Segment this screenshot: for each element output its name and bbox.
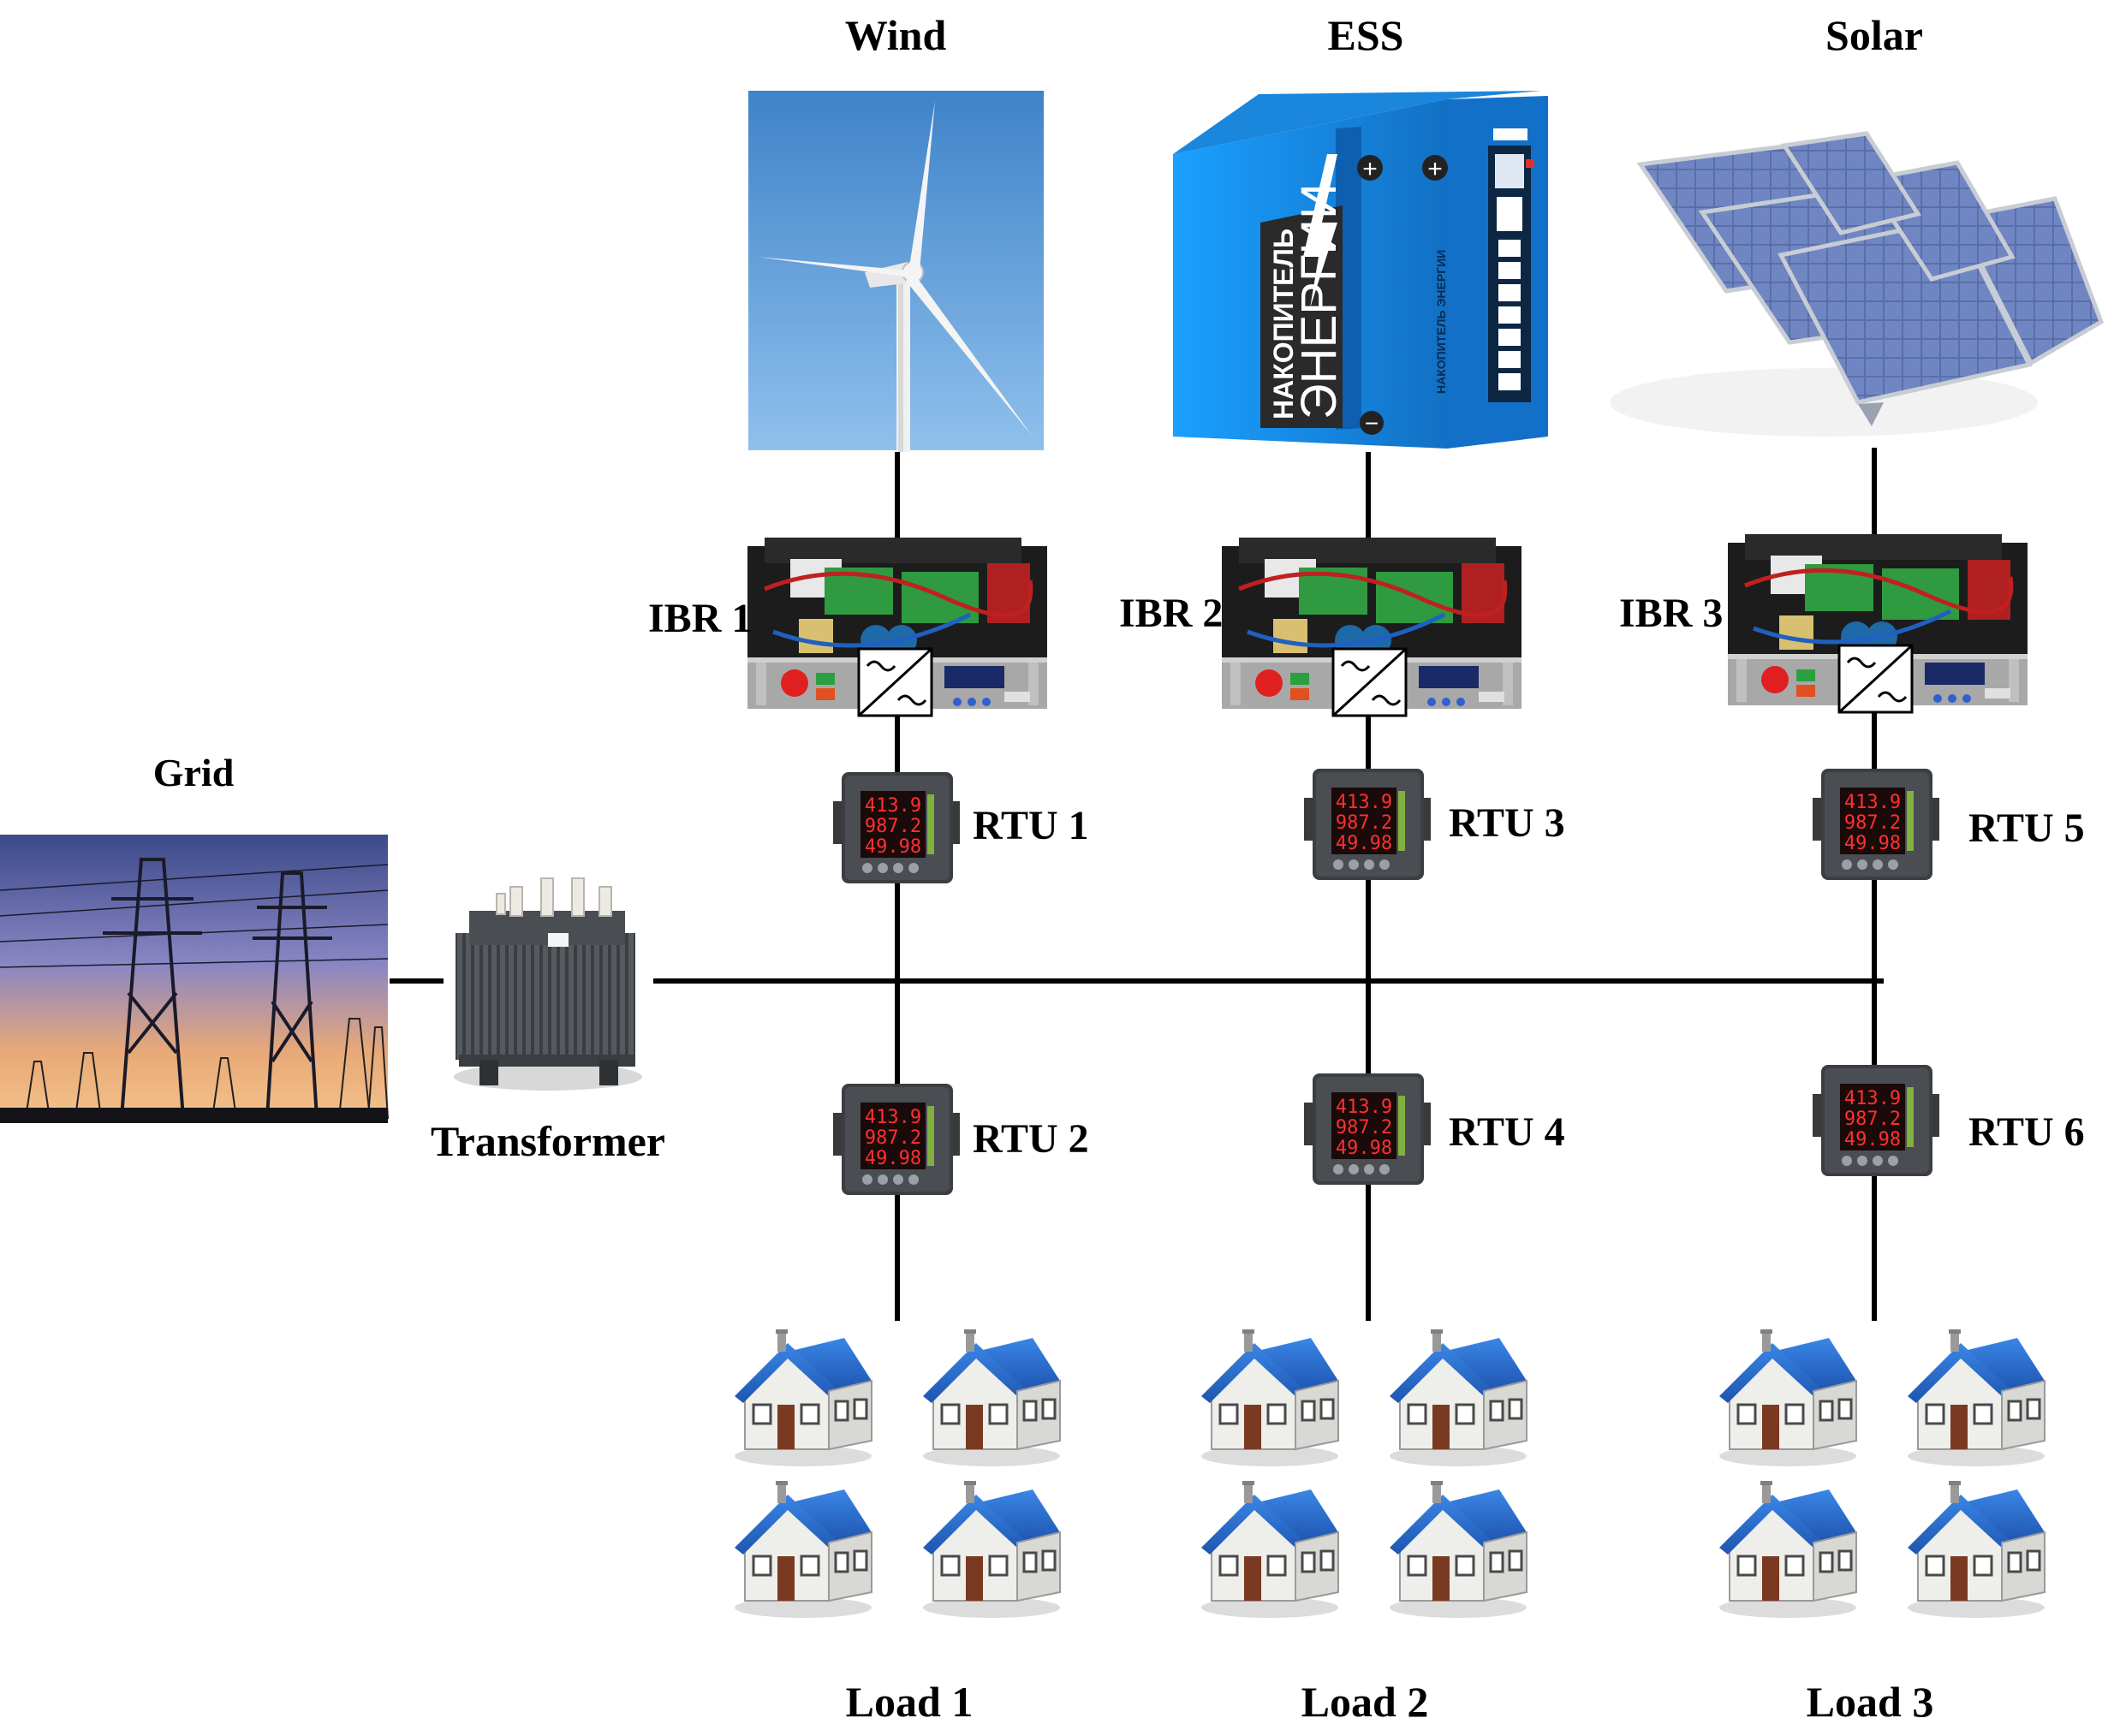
meter-reading: 49.98 [1336, 1138, 1392, 1159]
ess-plus-1: + [1362, 155, 1378, 183]
transformer-label: Transformer [431, 1117, 665, 1165]
grid-towers-image [0, 835, 390, 1123]
wind-title: Wind [845, 11, 947, 59]
load-1-house-4 [921, 1479, 1062, 1620]
meter-reading: 413.9 [1336, 1097, 1392, 1118]
load-3-house-2 [1906, 1328, 2046, 1468]
load-3-label: Load 3 [1807, 1678, 1934, 1726]
load-1-house-1 [733, 1328, 873, 1468]
ibr-2-unit [1222, 538, 1521, 716]
meter-reading: 413.9 [1336, 792, 1392, 813]
load-3-house-1 [1718, 1328, 1858, 1468]
rtu-3-label: RTU 3 [1449, 800, 1565, 846]
meter-reading: 49.98 [1336, 833, 1392, 854]
ess-container-image: НАКОПИТЕЛЬ ЭНЕРГИИ + + − НАКОПИТЕЛЬ ЭНЕР… [1173, 91, 1548, 449]
meter-reading: 49.98 [1844, 1129, 1901, 1150]
meter-reading: 987.2 [1844, 812, 1901, 834]
meter-reading: 987.2 [1336, 1117, 1392, 1139]
solar-title: Solar [1825, 11, 1923, 59]
meter-reading: 987.2 [1844, 1109, 1901, 1130]
ibr-3-unit [1728, 534, 2028, 712]
meter-reading: 987.2 [865, 1127, 921, 1149]
bus-lines [390, 448, 1884, 1321]
meter-reading: 413.9 [865, 795, 921, 817]
grid-title: Grid [153, 751, 235, 794]
ess-minus: − [1365, 410, 1379, 437]
meter-reading: 987.2 [865, 816, 921, 837]
load-2-house-4 [1388, 1479, 1528, 1620]
ess-title: ESS [1328, 11, 1404, 59]
transformer-image [454, 877, 642, 1091]
solar-panels-image [1610, 131, 2105, 437]
ibr-1-unit [747, 538, 1047, 716]
load-1-label: Load 1 [846, 1678, 974, 1726]
meter-reading: 987.2 [1336, 812, 1392, 834]
rtu-5-label: RTU 5 [1968, 806, 2085, 851]
rtu-4-label: RTU 4 [1449, 1109, 1565, 1155]
load-houses [733, 1328, 2046, 1620]
wind-turbine-image [748, 91, 1044, 452]
load-1-house-2 [921, 1328, 1062, 1468]
meter-reading: 49.98 [1844, 833, 1901, 854]
load-2-label: Load 2 [1301, 1678, 1429, 1726]
load-2-house-3 [1200, 1479, 1340, 1620]
ibr-3-label: IBR 3 [1619, 591, 1723, 636]
rtu-1-label: RTU 1 [973, 803, 1089, 848]
load-3-house-4 [1906, 1479, 2046, 1620]
ibr-2-label: IBR 2 [1119, 591, 1223, 636]
ess-unit-text-main: НАКОПИТЕЛЬ [1268, 229, 1299, 419]
load-1-house-3 [733, 1479, 873, 1620]
meter-reading: 413.9 [1844, 1088, 1901, 1109]
load-3-house-3 [1718, 1479, 1858, 1620]
ess-unit-text-side: НАКОПИТЕЛЬ ЭНЕРГИИ [1434, 250, 1448, 394]
meter-reading: 413.9 [865, 1107, 921, 1128]
rtu-6-label: RTU 6 [1968, 1109, 2085, 1155]
rtu-2-label: RTU 2 [973, 1116, 1089, 1162]
load-2-house-2 [1388, 1328, 1528, 1468]
ibr-1-label: IBR 1 [648, 596, 752, 641]
meter-reading: 49.98 [865, 836, 921, 858]
ess-plus-2: + [1427, 155, 1443, 183]
rtu-meters: 413.9987.249.98413.9987.249.98413.9987.2… [833, 769, 1939, 1195]
meter-reading: 49.98 [865, 1148, 921, 1169]
load-2-house-1 [1200, 1328, 1340, 1468]
meter-reading: 413.9 [1844, 792, 1901, 813]
